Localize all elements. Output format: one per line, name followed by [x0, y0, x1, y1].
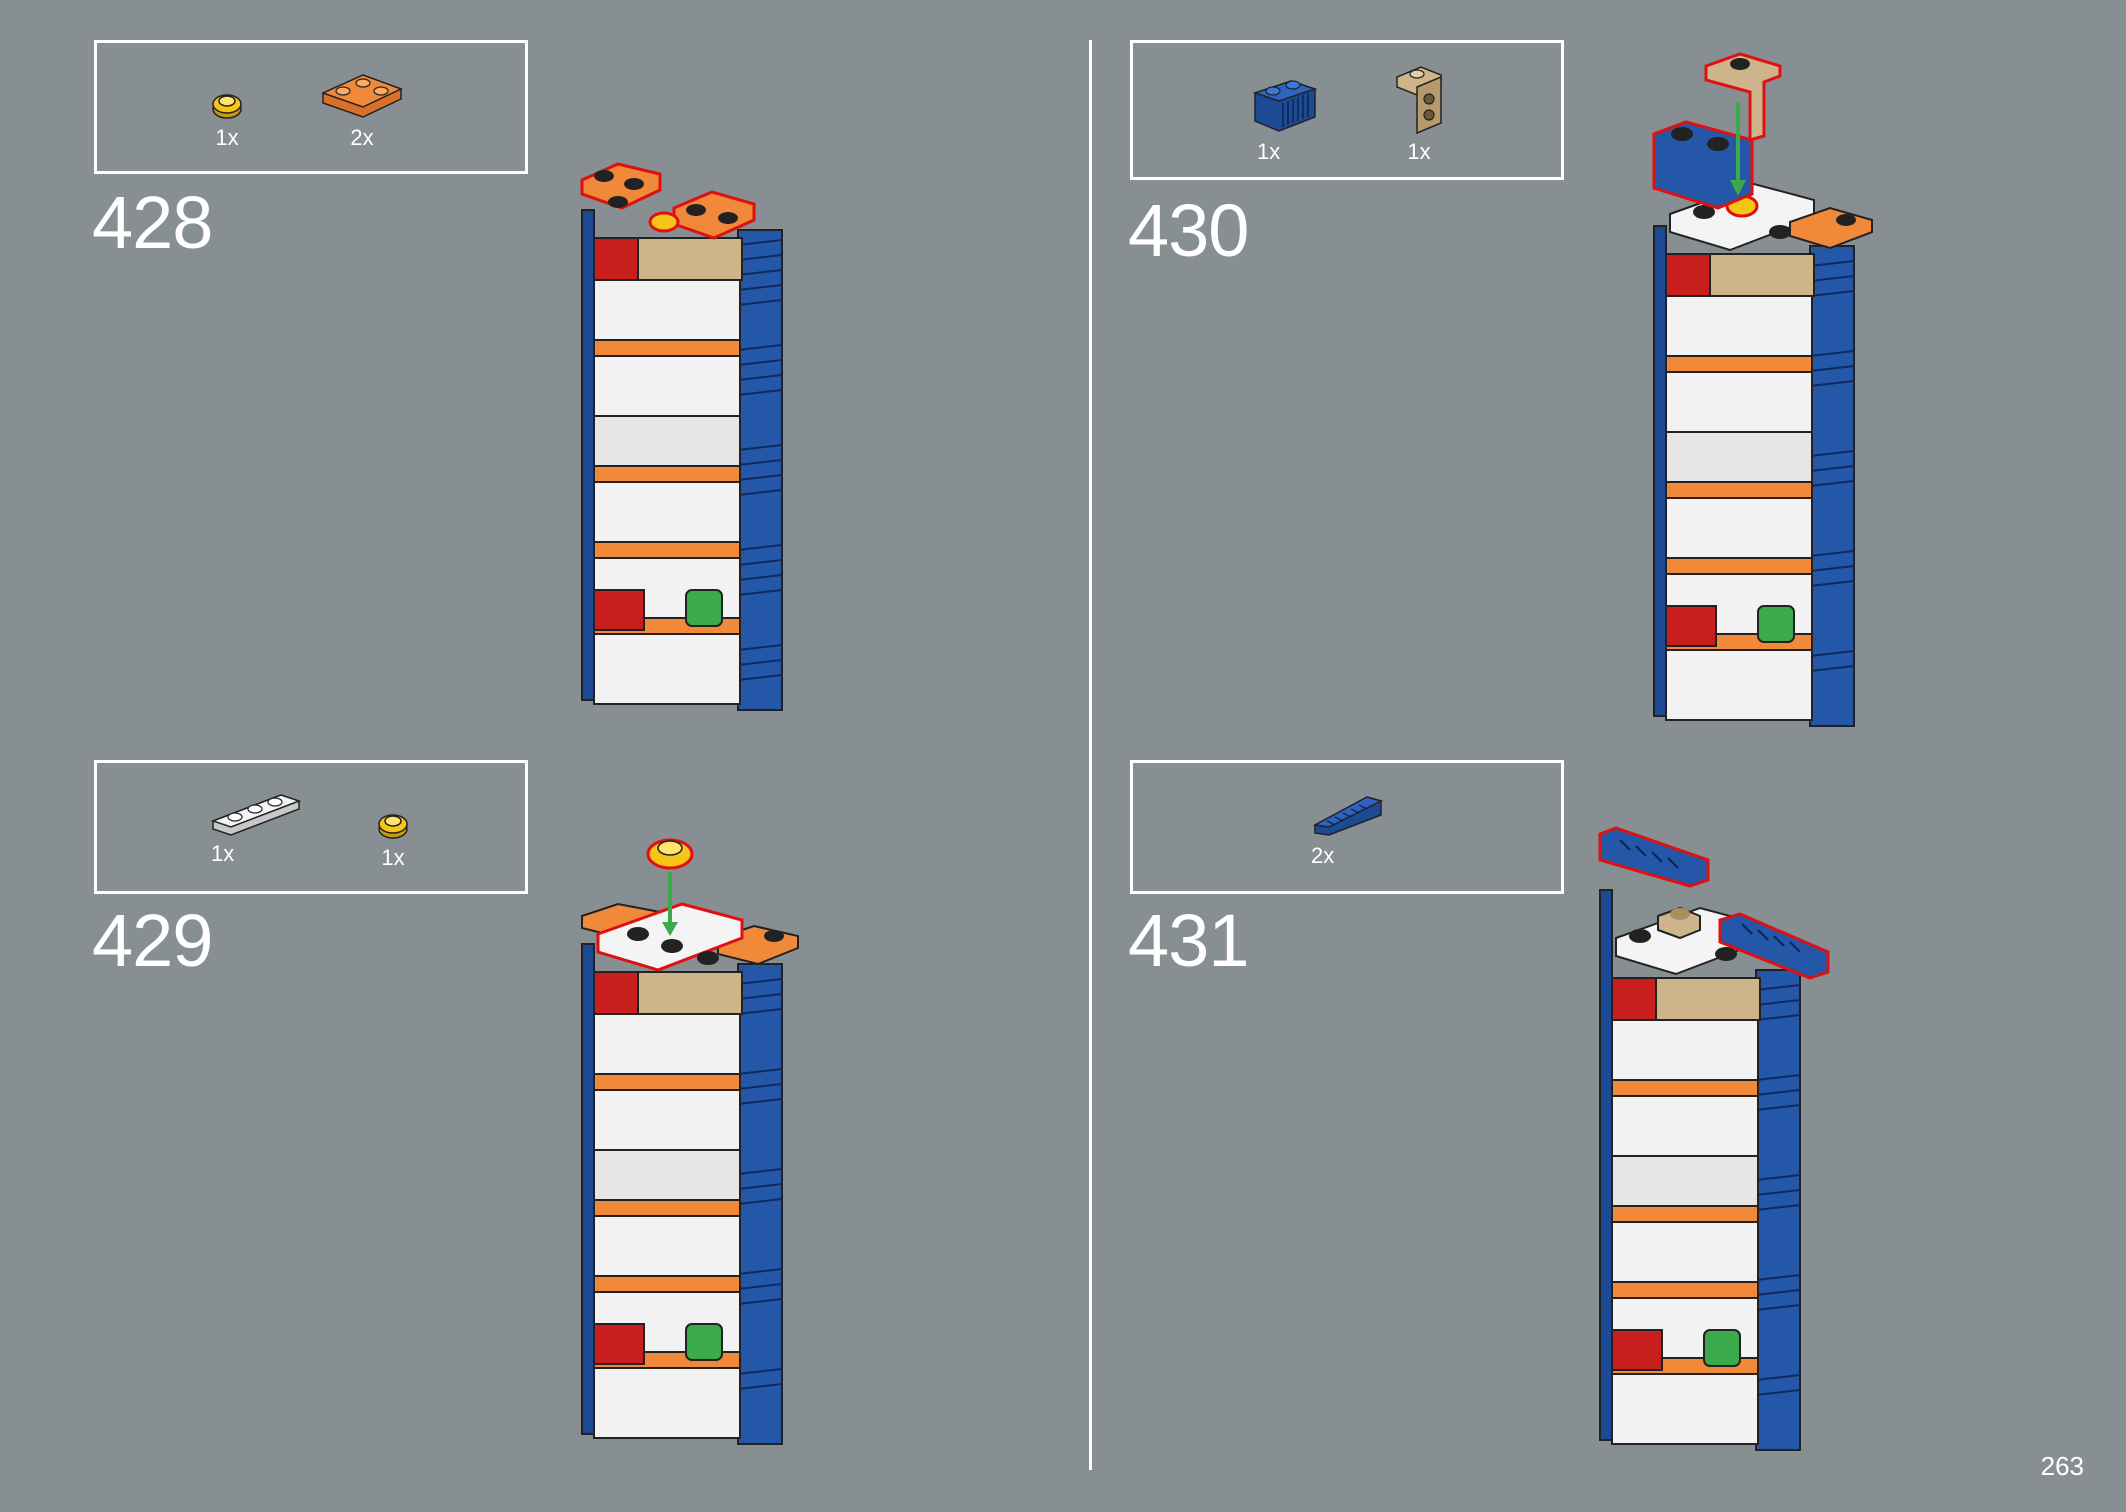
new-parts-highlight	[580, 162, 756, 240]
step-number-431: 431	[1128, 899, 1249, 982]
red-clip	[1665, 253, 1711, 297]
part-qty: 1x	[215, 125, 239, 150]
top-white-plate	[1669, 182, 1873, 252]
green-cylinder	[1703, 1329, 1741, 1367]
red-clip-lower	[1611, 1329, 1663, 1371]
model-step-431	[1598, 826, 1830, 1451]
step-number-428: 428	[92, 181, 213, 264]
red-clip	[593, 971, 639, 1015]
white-orange-stack	[593, 279, 741, 705]
part-qty: 1x	[1407, 139, 1431, 164]
part-429-2: 1x	[373, 809, 413, 871]
blue-grille-column	[581, 209, 783, 711]
yellow-round-plate-icon	[378, 814, 408, 839]
tan-bracket-icon	[1396, 66, 1442, 135]
page-divider	[1089, 40, 1092, 1470]
part-428-1: 1x	[207, 89, 247, 151]
tan-block	[1655, 977, 1761, 1021]
tan-block	[637, 971, 743, 1015]
step-number-429: 429	[92, 899, 213, 982]
yellow-round-plate-icon	[212, 94, 242, 119]
new-parts-highlight	[1598, 826, 1830, 980]
white-orange-stack	[1665, 295, 1813, 721]
blue-grille-brick-icon	[1252, 80, 1318, 132]
green-cylinder	[685, 589, 723, 627]
model-step-429	[581, 838, 799, 1445]
orange-corner-plate-icon	[320, 74, 403, 118]
white-1x3-plate-icon	[210, 794, 302, 836]
new-parts-highlight	[596, 838, 744, 972]
blue-grille-column	[1599, 889, 1801, 1451]
part-qty: 1x	[1257, 139, 1281, 164]
part-428-2: 2x	[319, 69, 405, 151]
new-parts-highlight	[1652, 52, 1782, 210]
part-qty: 2x	[1311, 843, 1335, 868]
parts-box-428: 1x 2x	[94, 40, 528, 174]
part-430-2: 1x	[1391, 63, 1447, 165]
red-clip-lower	[593, 1323, 645, 1365]
part-qty: 2x	[350, 125, 374, 150]
parts-box-431: 2x	[1130, 760, 1564, 894]
part-qty: 1x	[381, 845, 405, 870]
part-430-1: 1x	[1251, 73, 1321, 165]
white-orange-stack	[593, 1013, 741, 1439]
green-cylinder	[685, 1323, 723, 1361]
red-clip-lower	[593, 589, 645, 631]
white-orange-stack	[1611, 1019, 1759, 1445]
step-number-430: 430	[1128, 189, 1249, 272]
red-clip	[593, 237, 639, 281]
part-431-1: 2x	[1311, 791, 1387, 869]
parts-box-430: 1x 1x	[1130, 40, 1564, 180]
parts-box-429: 1x 1x	[94, 760, 528, 894]
model-step-428	[580, 162, 783, 711]
page-number: 263	[2040, 1451, 2084, 1481]
tan-block	[637, 237, 743, 281]
model-step-430	[1652, 52, 1873, 727]
green-cylinder	[1757, 605, 1795, 643]
blue-grille-column	[581, 943, 783, 1445]
tan-block	[1709, 253, 1815, 297]
blue-grille-column	[1653, 225, 1855, 727]
part-qty: 1x	[211, 841, 235, 866]
red-clip-lower	[1665, 605, 1717, 647]
blue-slope-grille-icon	[1312, 796, 1384, 836]
part-429-1: 1x	[209, 791, 303, 867]
red-clip	[1611, 977, 1657, 1021]
